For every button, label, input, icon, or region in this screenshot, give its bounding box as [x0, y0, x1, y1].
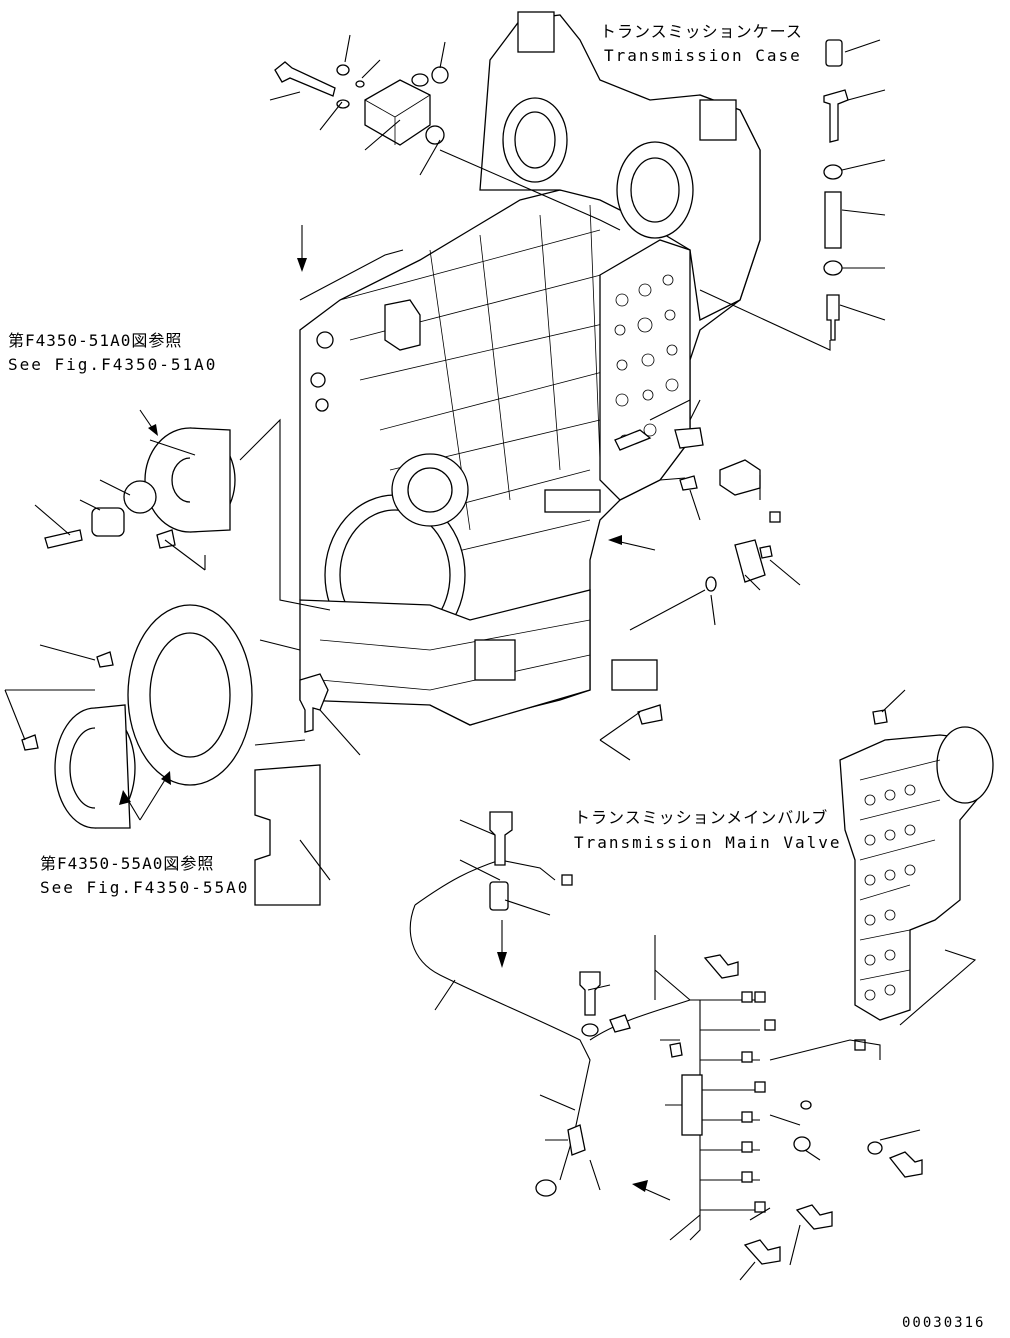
ref-51a0-label-jp: 第F4350-51A0図参照 [8, 331, 183, 350]
ref-55a0-label-jp: 第F4350-55A0図参照 [40, 854, 215, 873]
block-fitting-group[interactable] [274, 61, 449, 146]
transmission-main-valve[interactable] [839, 709, 994, 1021]
ref-51a0-label-en: See Fig.F4350-51A0 [8, 355, 218, 374]
leader-lines [4, 34, 977, 1281]
direction-arrows [119, 225, 671, 1201]
speed-sensor-fitting[interactable] [299, 427, 781, 733]
transmission-case[interactable] [299, 11, 761, 726]
bearing-cage-assembly[interactable] [21, 604, 321, 906]
output-flange[interactable] [44, 427, 236, 549]
wiring-harness[interactable] [409, 859, 881, 1241]
transmission-case-label-en: Transmission Case [604, 46, 802, 65]
drawing-number: 00030316 [902, 1315, 986, 1331]
transmission-case-label-jp: トランスミッションケース [600, 22, 803, 41]
ref-55a0-label-en: See Fig.F4350-55A0 [40, 878, 250, 897]
main-valve-label-en: Transmission Main Valve [574, 833, 842, 852]
harness-mounting-hardware[interactable] [489, 811, 923, 1265]
sensor-stack[interactable] [823, 39, 849, 341]
main-valve-label-jp: トランスミッションメインバルブ [574, 808, 829, 827]
